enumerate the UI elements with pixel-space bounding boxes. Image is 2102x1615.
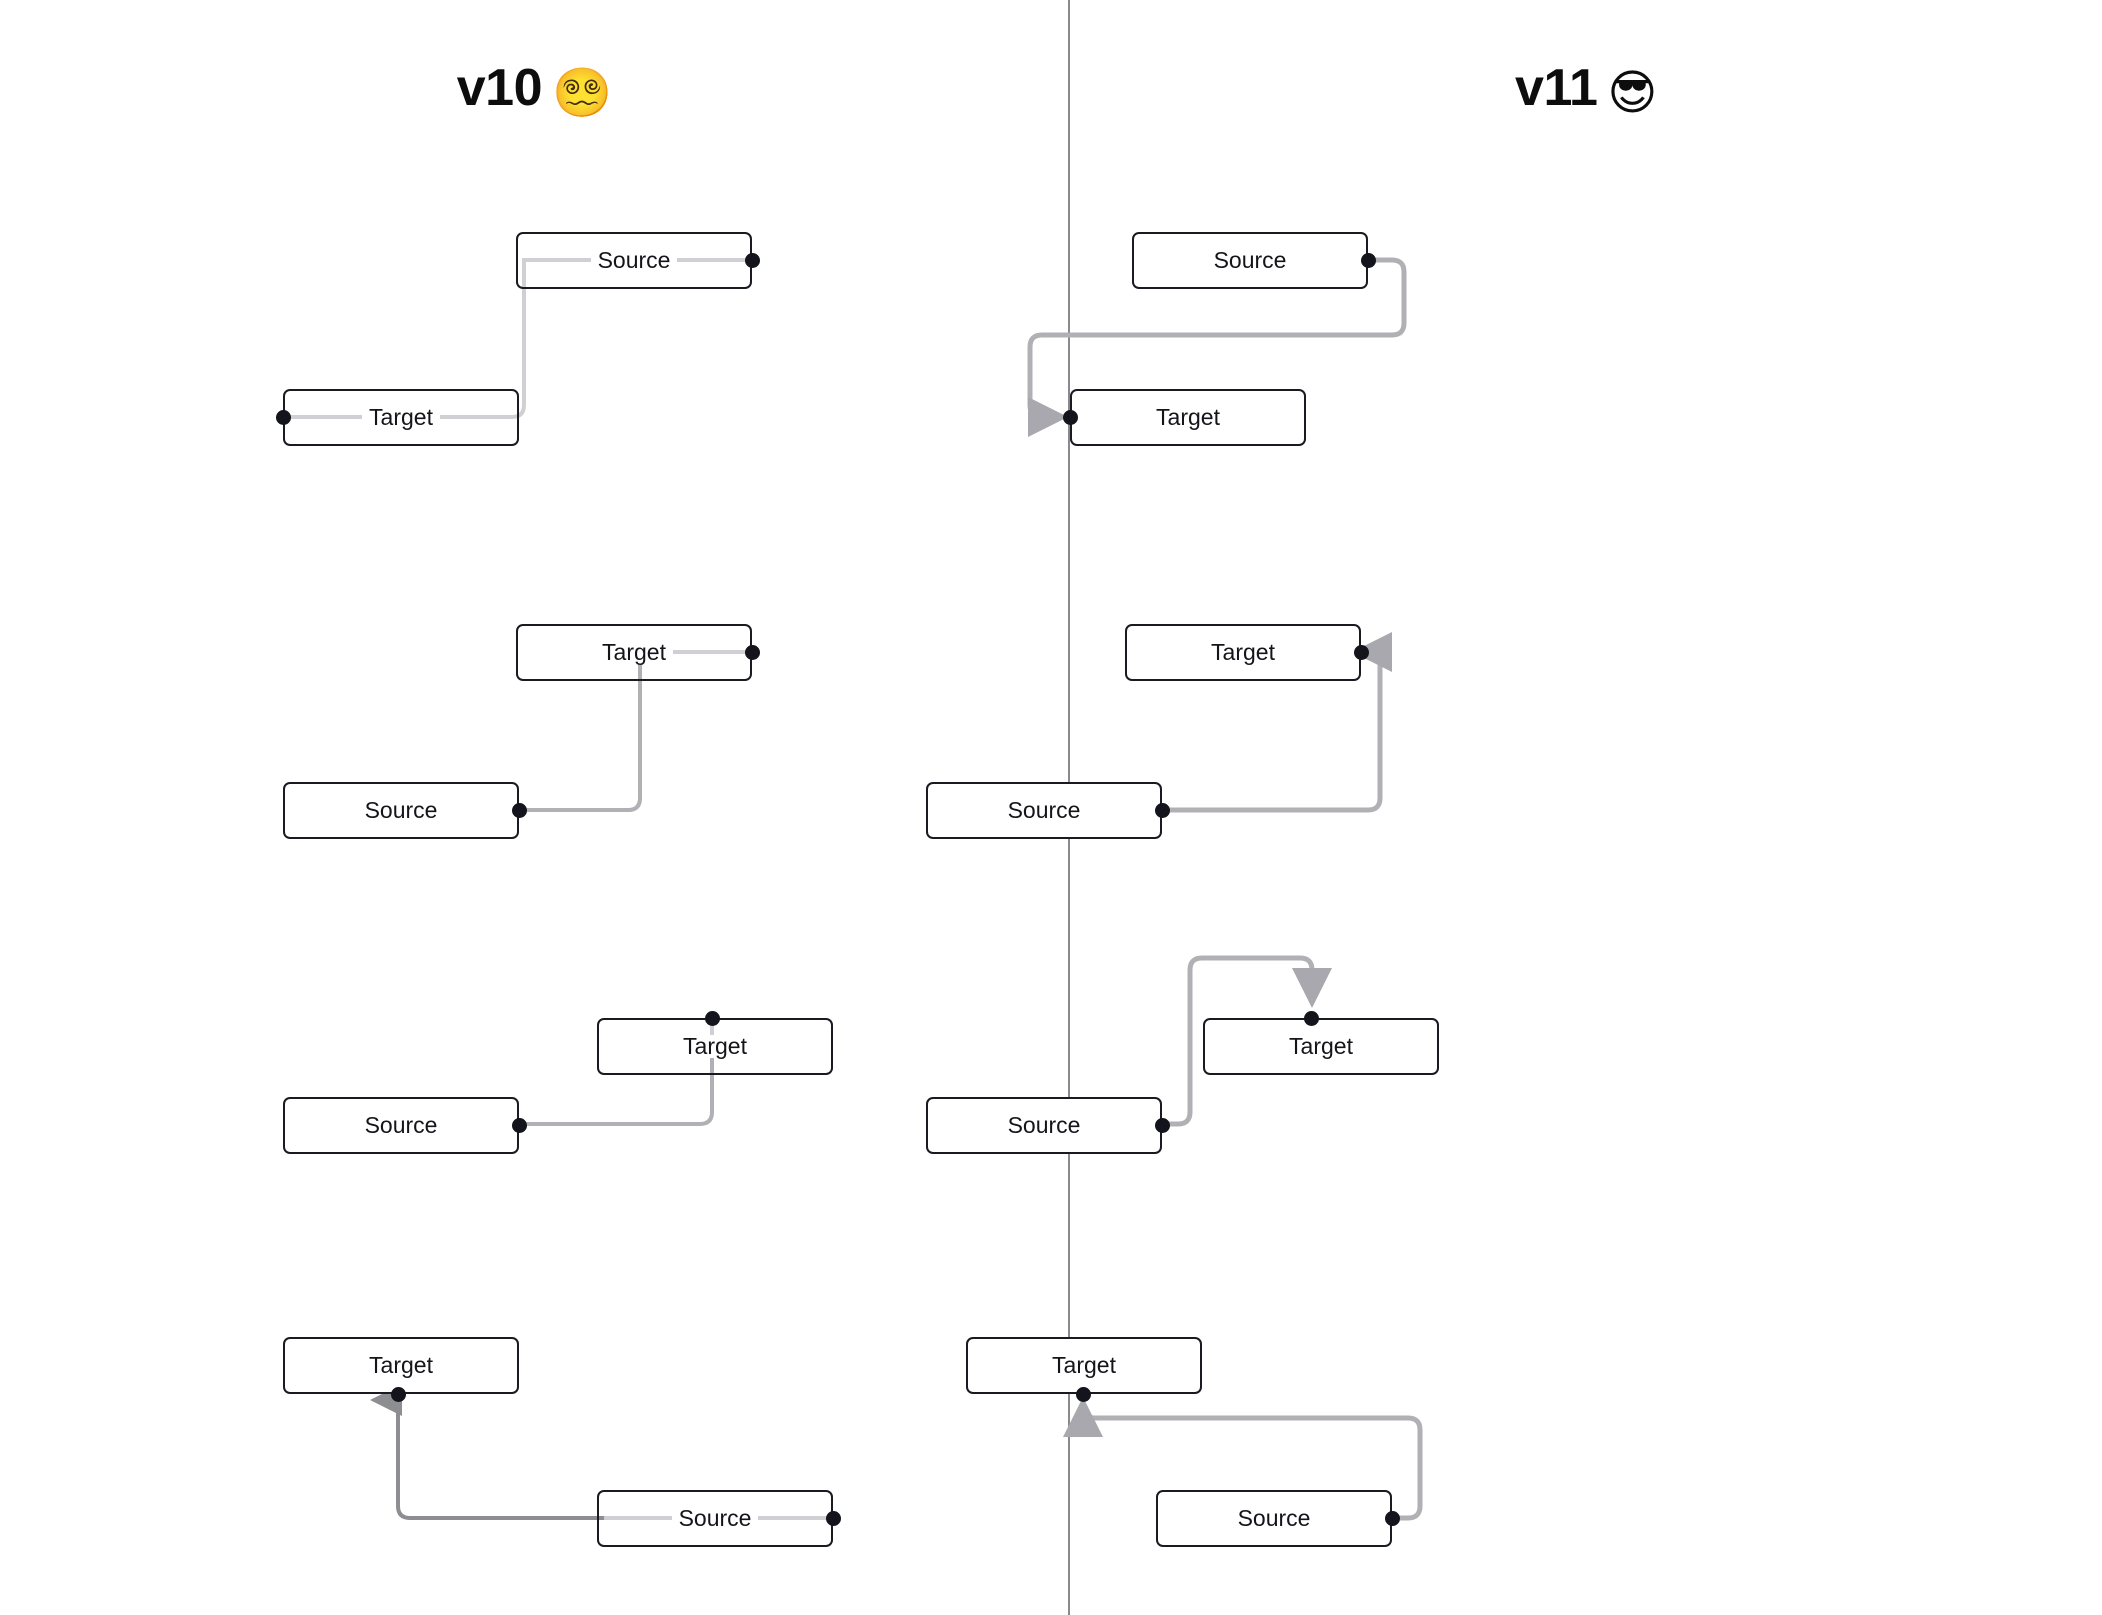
node-target-v11-1[interactable]: Target — [1070, 389, 1306, 446]
edge-layer-v11 — [1027, 257, 1423, 1521]
node-source-v11-3[interactable]: Source — [926, 1097, 1162, 1154]
node-target-v10-3[interactable]: Target — [597, 1018, 833, 1075]
node-source-v10-3[interactable]: Source — [283, 1097, 519, 1154]
port-bottom-target-v11-4[interactable] — [1076, 1387, 1091, 1402]
node-source-v10-1[interactable]: Source — [516, 232, 752, 289]
panel-title-text: v11 — [1515, 59, 1598, 117]
node-source-v11-4[interactable]: Source — [1156, 1490, 1392, 1547]
edge-v10-4b — [370, 1384, 604, 1520]
node-target-v10-4[interactable]: Target — [283, 1337, 519, 1394]
node-source-v10-4[interactable]: Source — [597, 1490, 833, 1547]
node-label: Target — [362, 406, 440, 429]
port-left-target-v11-1[interactable] — [1063, 410, 1078, 425]
port-right-source-v10-4[interactable] — [826, 1511, 841, 1526]
edge-v11-4 — [1063, 1397, 1423, 1521]
panel-v10: v10😵‍💫 — [0, 58, 1068, 1547]
node-source-v11-2[interactable]: Source — [926, 782, 1162, 839]
edge-v11-2 — [1155, 632, 1392, 813]
node-target-v10-1[interactable]: Target — [283, 389, 519, 446]
node-label: Target — [1289, 1033, 1353, 1059]
node-label: Target — [595, 641, 673, 664]
diagram-canvas-v11: Source Target Target Source Target S — [926, 0, 2102, 1615]
panel-title-v11: v11😎 — [1070, 58, 2102, 121]
port-right-source-v11-4[interactable] — [1385, 1511, 1400, 1526]
node-label: Target — [676, 1035, 754, 1058]
node-target-v11-4[interactable]: Target — [966, 1337, 1202, 1394]
port-right-source-v10-3[interactable] — [512, 1118, 527, 1133]
port-right-source-v10-2[interactable] — [512, 803, 527, 818]
node-label: Source — [364, 797, 438, 823]
edge-v11-1 — [1027, 257, 1407, 437]
port-top-target-v10-3[interactable] — [705, 1011, 720, 1026]
port-top-target-v11-3[interactable] — [1304, 1011, 1319, 1026]
node-label: Target — [1156, 404, 1220, 430]
node-target-v10-2[interactable]: Target — [516, 624, 752, 681]
node-source-v11-1[interactable]: Source — [1132, 232, 1368, 289]
node-label: Target — [1211, 639, 1275, 665]
port-right-source-v11-2[interactable] — [1155, 803, 1170, 818]
node-source-v10-2[interactable]: Source — [283, 782, 519, 839]
node-label: Source — [1007, 797, 1081, 823]
node-label: Target — [1052, 1352, 1116, 1378]
node-label: Target — [369, 1352, 433, 1378]
port-bottom-target-v10-4[interactable] — [391, 1387, 406, 1402]
port-right-source-v11-3[interactable] — [1155, 1118, 1170, 1133]
smiling-face-with-sunglasses-icon: 😎 — [1607, 67, 1657, 120]
edge-v10-3 — [512, 1042, 714, 1126]
panel-title-v10: v10😵‍💫 — [0, 58, 1068, 121]
port-right-target-v11-2[interactable] — [1354, 645, 1369, 660]
node-label: Source — [1213, 247, 1287, 273]
node-label: Source — [671, 1507, 759, 1530]
node-label: Source — [364, 1112, 438, 1138]
node-target-v11-3[interactable]: Target — [1203, 1018, 1439, 1075]
edge-v10-2 — [512, 665, 642, 812]
edge-v10-1 — [283, 258, 752, 419]
edge-v11-3 — [1155, 955, 1332, 1127]
face-with-spiral-eyes-icon: 😵‍💫 — [552, 67, 612, 120]
node-label: Source — [1237, 1505, 1311, 1531]
port-right-target-v10-2[interactable] — [745, 645, 760, 660]
node-label: Source — [1007, 1112, 1081, 1138]
port-right-source-v11-1[interactable] — [1361, 253, 1376, 268]
port-right-source-v10-1[interactable] — [745, 253, 760, 268]
panel-v11: v11😎 — [926, 0, 2102, 1615]
diagram-canvas-v10: Source Target Target Source Target S — [276, 232, 841, 1547]
panel-title-text: v10 — [456, 59, 543, 117]
node-label: Source — [590, 249, 678, 272]
node-target-v11-2[interactable]: Target — [1125, 624, 1361, 681]
port-left-target-v10-1[interactable] — [276, 410, 291, 425]
